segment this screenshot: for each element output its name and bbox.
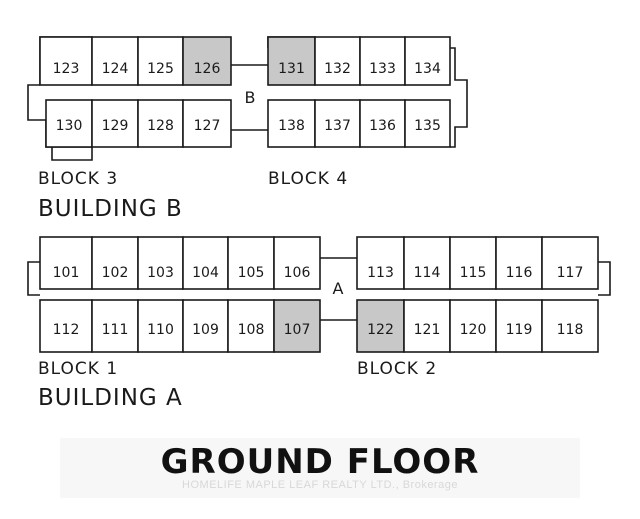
unit-138 xyxy=(267,99,316,148)
unit-number: 131 xyxy=(278,61,305,77)
unit-114 xyxy=(403,236,451,290)
unit-112 xyxy=(39,299,93,353)
unit-117 xyxy=(541,236,599,290)
unit-number: 126 xyxy=(194,61,221,77)
unit-122 xyxy=(356,299,405,353)
title-band xyxy=(60,438,580,498)
unit-128 xyxy=(137,99,184,148)
block-2-outline-right xyxy=(598,261,611,296)
unit-number: 114 xyxy=(414,265,441,281)
unit-115 xyxy=(449,236,497,290)
unit-number: 105 xyxy=(238,265,265,281)
unit-number: 121 xyxy=(414,322,441,338)
unit-number: 133 xyxy=(369,61,396,77)
unit-106 xyxy=(273,236,321,290)
unit-number: 101 xyxy=(53,265,80,281)
unit-number: 102 xyxy=(102,265,129,281)
unit-number: 112 xyxy=(53,322,80,338)
unit-number: 124 xyxy=(102,61,129,77)
unit-107 xyxy=(273,299,321,353)
unit-number: 110 xyxy=(147,322,174,338)
unit-number: 120 xyxy=(460,322,487,338)
unit-number: 125 xyxy=(147,61,174,77)
unit-120 xyxy=(449,299,497,353)
unit-129 xyxy=(91,99,139,148)
unit-number: 134 xyxy=(414,61,441,77)
unit-101 xyxy=(39,236,93,290)
unit-number: 108 xyxy=(238,322,265,338)
unit-number: 104 xyxy=(192,265,219,281)
building-a-label: BUILDING A xyxy=(38,385,183,411)
building-b-connector-label: B xyxy=(245,88,256,107)
unit-number: 111 xyxy=(102,322,129,338)
unit-number: 135 xyxy=(414,118,441,134)
unit-113 xyxy=(356,236,405,290)
unit-number: 123 xyxy=(53,61,80,77)
unit-number: 138 xyxy=(278,118,305,134)
unit-103 xyxy=(137,236,184,290)
floor-title: GROUND FLOOR xyxy=(160,442,480,482)
unit-135 xyxy=(404,99,451,148)
unit-number: 119 xyxy=(506,322,533,338)
unit-131 xyxy=(267,36,316,86)
unit-134 xyxy=(404,36,451,86)
unit-number: 107 xyxy=(284,322,311,338)
unit-number: 122 xyxy=(367,322,394,338)
unit-127 xyxy=(182,99,232,148)
unit-121 xyxy=(403,299,451,353)
unit-126 xyxy=(182,36,232,86)
unit-number: 103 xyxy=(147,265,174,281)
unit-118 xyxy=(541,299,599,353)
block-2-label: BLOCK 2 xyxy=(357,359,438,379)
unit-132 xyxy=(314,36,361,86)
unit-104 xyxy=(182,236,229,290)
unit-number: 106 xyxy=(284,265,311,281)
unit-number: 136 xyxy=(369,118,396,134)
unit-number: 127 xyxy=(194,118,221,134)
unit-number: 115 xyxy=(460,265,487,281)
unit-number: 113 xyxy=(367,265,394,281)
block-1-label: BLOCK 1 xyxy=(38,359,119,379)
block-3-label: BLOCK 3 xyxy=(38,169,119,189)
unit-124 xyxy=(91,36,139,86)
unit-number: 132 xyxy=(324,61,351,77)
unit-number: 118 xyxy=(557,322,584,338)
unit-116 xyxy=(495,236,543,290)
block-4-label: BLOCK 4 xyxy=(268,169,349,189)
block-1-outline-left xyxy=(27,261,40,296)
unit-number: 137 xyxy=(324,118,351,134)
building-a-connector-label: A xyxy=(333,279,344,298)
unit-105 xyxy=(227,236,275,290)
unit-102 xyxy=(91,236,139,290)
unit-number: 129 xyxy=(102,118,129,134)
unit-number: 128 xyxy=(147,118,174,134)
unit-number: 117 xyxy=(557,265,584,281)
block-4-outline-right xyxy=(450,47,468,148)
unit-136 xyxy=(359,99,406,148)
unit-109 xyxy=(182,299,229,353)
unit-number: 109 xyxy=(192,322,219,338)
building-b-label: BUILDING B xyxy=(38,196,183,222)
unit-number: 130 xyxy=(56,118,83,134)
brokerage-watermark: HOMELIFE MAPLE LEAF REALTY LTD., Brokera… xyxy=(182,479,458,491)
unit-number: 116 xyxy=(506,265,533,281)
